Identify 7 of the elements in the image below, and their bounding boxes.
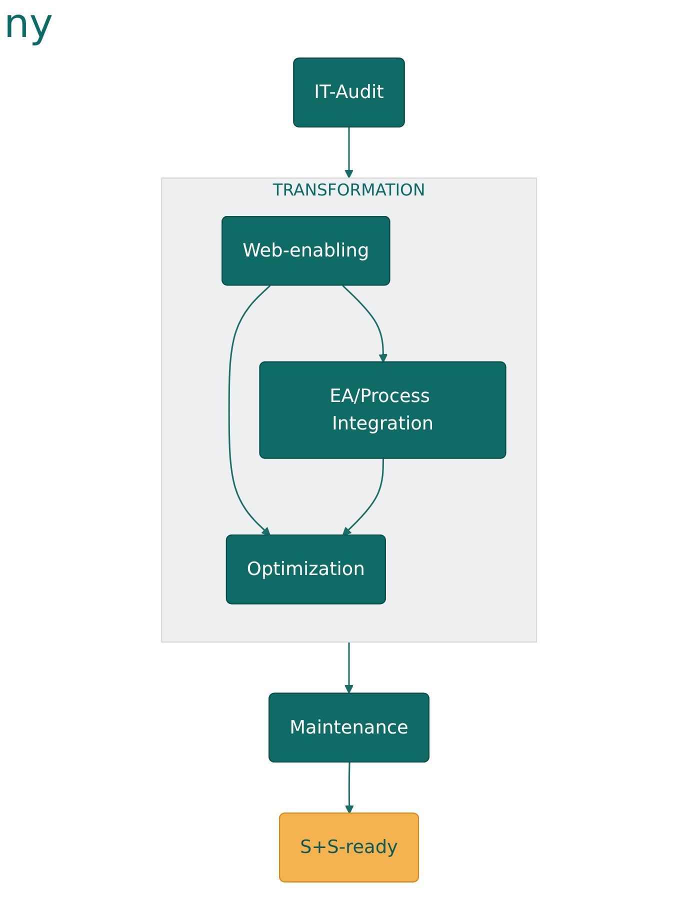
arrow bbox=[228, 285, 271, 536]
arrow bbox=[344, 642, 354, 694]
arrow bbox=[342, 458, 384, 536]
heading: ny bbox=[4, 0, 54, 48]
arrow bbox=[344, 126, 354, 178]
arrow bbox=[342, 285, 388, 363]
arrow bbox=[344, 762, 354, 814]
